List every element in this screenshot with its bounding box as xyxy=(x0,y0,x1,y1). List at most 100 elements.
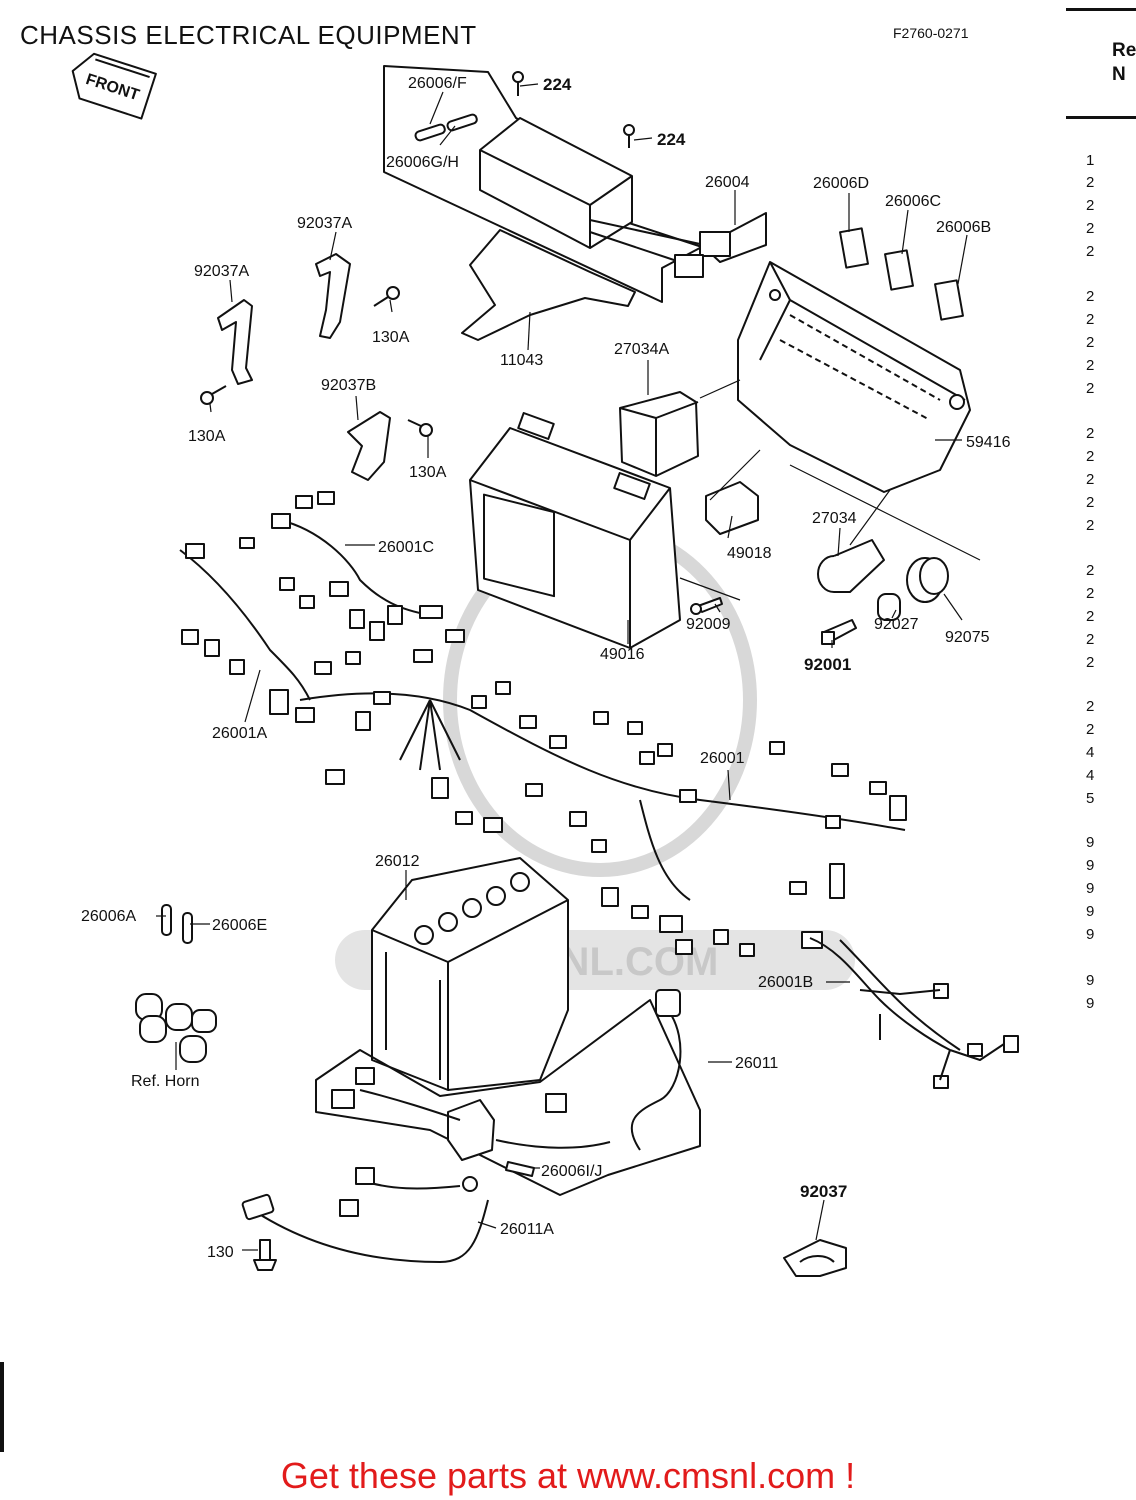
page-edge-bar xyxy=(0,1362,4,1452)
clamp-icon xyxy=(783,1239,847,1277)
callout-26011A: 26011A xyxy=(500,1221,554,1238)
callout-26001B: 26001B xyxy=(758,974,813,991)
bolt-icon xyxy=(253,1239,277,1271)
ref-number: 2 xyxy=(1086,380,1095,397)
battery-case-icon xyxy=(469,412,681,649)
callout-92037A-upper: 92037A xyxy=(297,215,352,232)
ref-number: 9 xyxy=(1086,903,1095,920)
callout-26006GH: 26006G/H xyxy=(386,154,459,171)
callout-26006E: 26006E xyxy=(212,917,267,934)
fuse-icon xyxy=(505,1161,535,1177)
ref-number: 2 xyxy=(1086,197,1095,214)
group-outline-bottom xyxy=(315,999,701,1196)
screw-icon xyxy=(690,597,723,615)
ref-number: 2 xyxy=(1086,357,1095,374)
ref-number: 9 xyxy=(1086,857,1095,874)
stay-bracket-icon xyxy=(315,253,351,339)
starter-relay-icon xyxy=(447,1099,495,1161)
mounting-bracket-icon xyxy=(461,229,636,341)
relay-unit-icon xyxy=(705,481,759,535)
callout-26011: 26011 xyxy=(735,1055,778,1072)
ref-number: 2 xyxy=(1086,585,1095,602)
ref-number: 9 xyxy=(1086,880,1095,897)
ref-header-line1: Re xyxy=(1112,40,1136,61)
screw-icon xyxy=(512,71,635,148)
ref-number: 2 xyxy=(1086,425,1095,442)
stay-bracket-icon xyxy=(217,299,253,385)
callout-224-top: 224 xyxy=(543,75,572,94)
page-title: CHASSIS ELECTRICAL EQUIPMENT xyxy=(20,20,477,50)
horn-icon xyxy=(135,904,217,1063)
ref-number: 9 xyxy=(1086,972,1095,989)
callout-130A-left: 130A xyxy=(188,428,226,445)
callout-92075: 92075 xyxy=(945,629,990,646)
callout-26001: 26001 xyxy=(700,750,745,767)
wiring-harness-icon xyxy=(809,937,1005,1081)
callout-27034: 27034 xyxy=(812,510,857,527)
callout-92037: 92037 xyxy=(800,1182,847,1201)
ref-number: 2 xyxy=(1086,631,1095,648)
leader-lines xyxy=(156,83,981,1251)
callout-26012: 26012 xyxy=(375,853,420,870)
ref-number: 1 xyxy=(1086,152,1095,169)
callout-92037B: 92037B xyxy=(321,377,376,394)
ref-header-line2: N xyxy=(1112,64,1126,85)
ref-number: 2 xyxy=(1086,311,1095,328)
callout-26006IJ: 26006I/J xyxy=(541,1163,602,1180)
footer-link-text[interactable]: Get these parts at www.cmsnl.com ! xyxy=(280,1455,856,1496)
callout-26004: 26004 xyxy=(705,174,750,191)
callout-26006B: 26006B xyxy=(936,219,991,236)
bolt-icon xyxy=(821,619,857,645)
front-arrow-icon: FRONT xyxy=(71,52,157,120)
ref-number: 4 xyxy=(1086,744,1095,761)
battery-cable-icon xyxy=(630,1009,682,1151)
callout-26001A: 26001A xyxy=(212,725,267,742)
callout-27034A: 27034A xyxy=(614,341,669,358)
fuse-box-icon xyxy=(737,261,971,493)
ref-number: 2 xyxy=(1086,494,1095,511)
grommet-icon xyxy=(877,557,949,621)
ref-number: 2 xyxy=(1086,448,1095,465)
ref-number: 2 xyxy=(1086,174,1095,191)
figure-code: F2760-0271 xyxy=(893,25,969,41)
wiring-harness-icon xyxy=(179,519,961,1051)
callout-130A-upper: 130A xyxy=(372,329,410,346)
ref-number: 2 xyxy=(1086,471,1095,488)
ref-number: 2 xyxy=(1086,654,1095,671)
clamp-icon xyxy=(347,411,391,481)
callout-26006F: 26006/F xyxy=(408,75,467,92)
battery-icon xyxy=(371,857,569,1091)
blade-fuse-icon xyxy=(839,227,964,321)
callout-130A-mid: 130A xyxy=(409,464,447,481)
ground-cable-icon xyxy=(241,1167,489,1263)
terminal-icon xyxy=(655,989,681,1017)
callout-49016: 49016 xyxy=(600,646,645,663)
ref-number: 2 xyxy=(1086,220,1095,237)
callout-49018: 49018 xyxy=(727,545,772,562)
callout-59416: 59416 xyxy=(966,434,1011,451)
callout-labels: 26006/F 224 224 26006G/H 26004 26006D 26… xyxy=(81,75,1011,1261)
junction-box-icon xyxy=(479,117,731,278)
ref-number: 2 xyxy=(1086,698,1095,715)
ref-number: 2 xyxy=(1086,334,1095,351)
ref-number: 4 xyxy=(1086,767,1095,784)
callout-26006A: 26006A xyxy=(81,908,136,925)
ref-number: 2 xyxy=(1086,517,1095,534)
ref-number: 2 xyxy=(1086,721,1095,738)
callout-130: 130 xyxy=(207,1244,234,1261)
ref-number: 5 xyxy=(1086,790,1095,807)
callout-26006D: 26006D xyxy=(813,175,869,192)
callout-26006C: 26006C xyxy=(885,193,941,210)
relay-icon xyxy=(619,391,699,477)
ref-number: 2 xyxy=(1086,608,1095,625)
group-outline-top xyxy=(383,65,767,303)
callout-26001C: 26001C xyxy=(378,539,434,556)
callout-224: 224 xyxy=(657,130,686,149)
callout-11043: 11043 xyxy=(500,352,543,369)
callout-92027: 92027 xyxy=(874,616,919,633)
connector-icon xyxy=(181,491,1019,1089)
callout-92009: 92009 xyxy=(686,616,731,633)
ref-number: 9 xyxy=(1086,926,1095,943)
ref-number: 2 xyxy=(1086,288,1095,305)
